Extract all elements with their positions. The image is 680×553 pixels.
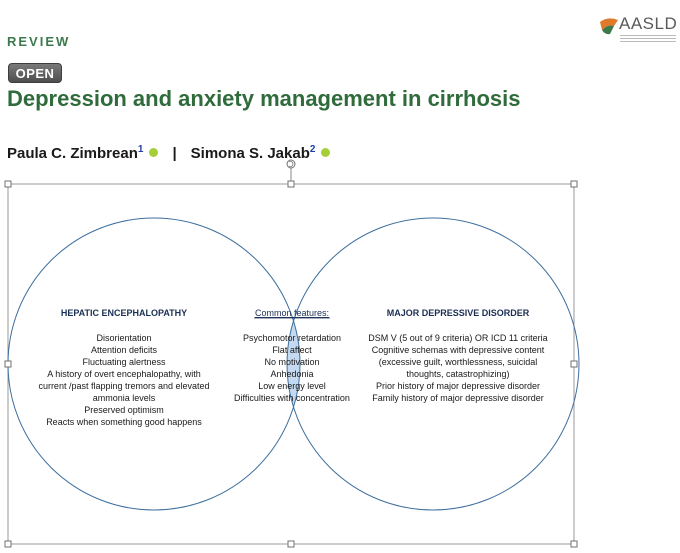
resize-handle-bottom-right[interactable] <box>570 540 578 548</box>
resize-handle-right[interactable] <box>570 360 578 368</box>
affiliation-marker[interactable]: 2 <box>309 144 316 155</box>
author-list: Paula C. Zimbrean1 | Simona S. Jakab2 <box>7 144 334 162</box>
left-circle-line: Disorientation <box>96 333 151 343</box>
left-circle-line: Reacts when something good happens <box>46 417 202 427</box>
author-name[interactable]: Simona S. Jakab <box>190 145 310 162</box>
resize-handle-bottom[interactable] <box>287 540 295 548</box>
logo-subtext <box>620 33 676 42</box>
author-separator: | <box>172 145 177 162</box>
open-access-badge: OPEN <box>8 63 62 83</box>
overlap-line: No motivation <box>264 357 319 367</box>
right-circle-line: Family history of major depressive disor… <box>372 393 544 403</box>
left-circle-line: Preserved optimism <box>84 405 164 415</box>
left-circle-line: A history of overt encephalopathy, with <box>47 369 200 379</box>
resize-handle-left[interactable] <box>4 360 12 368</box>
left-circle-heading: HEPATIC ENCEPHALOPATHY <box>61 308 187 318</box>
author-name[interactable]: Paula C. Zimbrean <box>7 145 138 162</box>
overlap-line: Flat affect <box>272 345 312 355</box>
overlap-heading: Common features: <box>255 308 329 318</box>
right-circle-line: Prior history of major depressive disord… <box>376 381 540 391</box>
right-circle-line: thoughts, catastrophizing) <box>406 369 509 379</box>
right-circle-heading: MAJOR DEPRESSIVE DISORDER <box>387 308 530 318</box>
article-title: Depression and anxiety management in cir… <box>7 86 521 111</box>
aasld-logo: AASLD <box>598 14 678 44</box>
right-circle-lines: DSM V (5 out of 9 criteria) OR ICD 11 cr… <box>368 333 547 403</box>
orcid-icon[interactable] <box>149 147 159 157</box>
right-circle-line: Cognitive schemas with depressive conten… <box>372 345 545 355</box>
overlap-line: Difficulties with concentration <box>234 393 350 403</box>
right-circle-line: DSM V (5 out of 9 criteria) OR ICD 11 cr… <box>368 333 547 343</box>
orcid-icon[interactable] <box>321 147 331 157</box>
right-circle <box>286 217 580 511</box>
overlap-line: Low energy level <box>258 381 326 391</box>
left-circle-lines: Disorientation Attention deficits Fluctu… <box>38 333 209 427</box>
left-circle-line: Attention deficits <box>91 345 158 355</box>
overlap-line: Psychomotor retardation <box>243 333 341 343</box>
resize-handle-top-right[interactable] <box>570 180 578 188</box>
overlap-line: Anhedonia <box>270 369 313 379</box>
right-circle-line: (excessive guilt, worthlessness, suicida… <box>379 357 538 367</box>
left-circle-line: Fluctuating alertness <box>82 357 166 367</box>
resize-handle-top[interactable] <box>287 180 295 188</box>
liver-logo-icon <box>600 18 618 35</box>
rotate-handle-icon[interactable] <box>286 159 296 169</box>
logo-text: AASLD <box>619 14 678 33</box>
resize-handle-bottom-left[interactable] <box>4 540 12 548</box>
article-section: REVIEW <box>7 34 71 49</box>
overlap-lines: Psychomotor retardation Flat affect No m… <box>234 333 350 403</box>
affiliation-marker[interactable]: 1 <box>137 144 144 155</box>
resize-handle-top-left[interactable] <box>4 180 12 188</box>
left-circle-line: current /past flapping tremors and eleva… <box>38 381 209 391</box>
left-circle-line: ammonia levels <box>93 393 156 403</box>
